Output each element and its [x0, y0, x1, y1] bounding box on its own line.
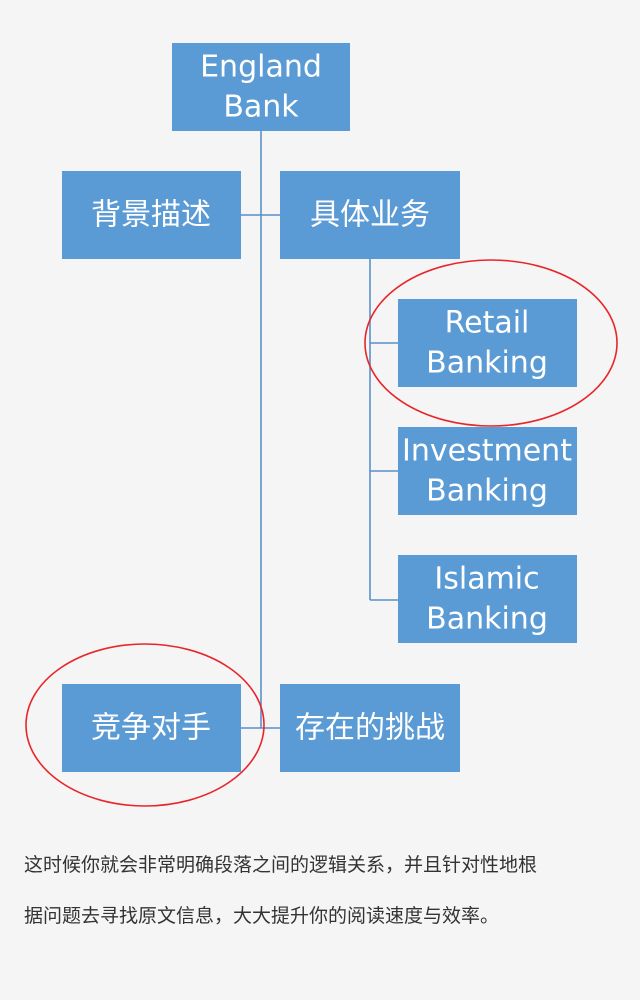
node-investment-line-2: Banking [426, 474, 548, 509]
node-investment-line-1: Investment [402, 434, 572, 469]
highlight-circle-competitors [25, 643, 265, 807]
node-business-label: 具体业务 [310, 198, 430, 233]
node-islamic: Islamic Banking [398, 555, 577, 643]
node-retail-line-2: Banking [426, 346, 548, 381]
node-competitors-label: 竞争对手 [91, 711, 211, 746]
caption-paragraph: 这时候你就会非常明确段落之间的逻辑关系，并且针对性地根 据问题去寻找原文信息，大… [24, 856, 624, 958]
node-retail: Retail Banking [398, 299, 577, 387]
node-challenges: 存在的挑战 [280, 684, 460, 772]
node-background: 背景描述 [62, 171, 241, 259]
node-business: 具体业务 [280, 171, 460, 259]
node-root: England Bank [172, 43, 350, 131]
node-retail-line-1: Retail [445, 306, 530, 341]
caption-line-2: 据问题去寻找原文信息，大大提升你的阅读速度与效率。 [24, 905, 500, 927]
node-background-label: 背景描述 [91, 198, 211, 233]
node-islamic-line-2: Banking [426, 602, 548, 637]
node-root-line-2: Bank [223, 90, 299, 125]
node-investment: Investment Banking [398, 427, 577, 515]
highlight-circle-retail [364, 259, 618, 427]
node-islamic-line-1: Islamic [434, 562, 539, 597]
node-competitors: 竞争对手 [62, 684, 241, 772]
node-root-line-1: England [200, 50, 322, 85]
node-challenges-label: 存在的挑战 [295, 711, 445, 746]
caption-line-1: 这时候你就会非常明确段落之间的逻辑关系，并且针对性地根 [24, 854, 538, 876]
